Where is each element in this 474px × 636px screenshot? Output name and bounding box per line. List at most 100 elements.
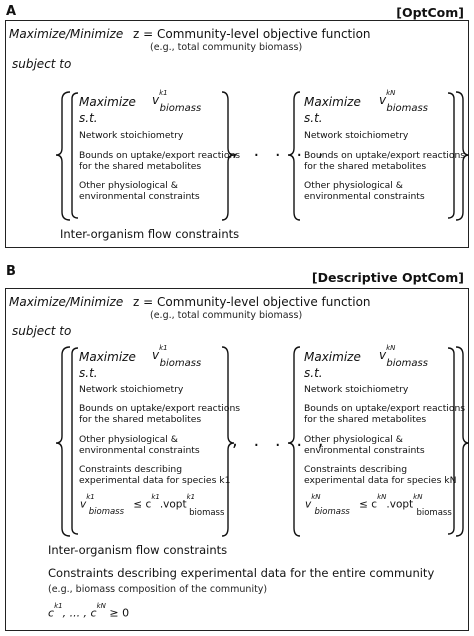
ineq-v-sup: k1 (86, 493, 95, 501)
panel-a-left-maximize: Maximize (79, 95, 136, 109)
panel-b-right-item-6: experimental data for species kN (304, 475, 457, 486)
panel-a-outer-left-brace (55, 91, 71, 221)
ineq-v-sub: biomass (314, 506, 350, 517)
panel-b-outer-left-brace (55, 346, 71, 537)
panel-b-subject-to: subject to (12, 324, 72, 338)
final-relation: ≥ 0 (109, 606, 130, 620)
ineq-v: v (305, 498, 312, 511)
panel-b-right-item-2: for the shared metabolites (304, 414, 427, 425)
ineq-v-sup: kN (311, 493, 321, 501)
panel-a-right-item-4: environmental constraints (304, 191, 425, 202)
panel-b-left-item-4: environmental constraints (79, 445, 200, 456)
v-superscript: k1 (159, 344, 168, 352)
panel-b-left-maximize: Maximize (79, 350, 136, 364)
ineq-vopt-sup: kN (413, 493, 423, 501)
panel-b-right-item-4: environmental constraints (304, 445, 425, 456)
panel-b-left-inequality: vk1biomass ≤ ck1.voptk1biomass (80, 493, 230, 518)
panel-b-objective-left: Maximize/Minimize (9, 295, 124, 309)
panel-a-right-v: vkN biomass (379, 89, 437, 114)
panel-a-left-item-3: Other physiological & (79, 180, 178, 191)
v-symbol: v (379, 348, 387, 362)
ineq-vopt-sub: biomass (189, 507, 225, 518)
v-subscript: biomass (386, 103, 428, 115)
panel-a-subject-to: subject to (12, 57, 72, 71)
panel-b-right-item-3: Other physiological & (304, 434, 403, 445)
panel-a-left-v: vk1biomass (152, 89, 209, 114)
panel-a-left-group-close (221, 91, 235, 221)
panel-b-dots: , . . . , (232, 430, 329, 451)
panel-a-right-st: s.t. (304, 111, 323, 125)
panel-a-dots: , . . . , (232, 140, 329, 161)
ineq-relation: ≤ c (133, 498, 152, 511)
ineq-vopt: .vopt (386, 498, 414, 511)
panel-a-left-st: s.t. (79, 111, 98, 125)
v-symbol: v (152, 348, 160, 362)
panel-b-left-item-3: Other physiological & (79, 434, 178, 445)
v-symbol: v (152, 93, 160, 107)
panel-a-left-group-bracket (71, 92, 79, 219)
panel-b-left-item-6: experimental data for species k1 (79, 475, 231, 486)
panel-a-objective-left: Maximize/Minimize (9, 27, 124, 41)
panel-b-left-item-5: Constraints describing (79, 464, 183, 475)
panel-a-left-item-2: for the shared metabolites (79, 161, 202, 172)
v-superscript: k1 (159, 89, 168, 97)
panel-a-right-item-2: for the shared metabolites (304, 161, 427, 172)
final-mid: , ... , c (62, 606, 97, 620)
panel-b-flow: Inter-organism flow constraints (48, 543, 228, 557)
panel-b-box (5, 288, 469, 631)
panel-b-left-item-0: Network stoichiometry (79, 384, 184, 395)
panel-b-right-item-5: Constraints describing (304, 464, 408, 475)
v-superscript: kN (386, 89, 396, 97)
ineq-v-sub: biomass (88, 506, 125, 517)
panel-b-final-constraint: ck1, ... , ckN ≥ 0 (48, 602, 130, 620)
panel-a-objective-note: (e.g., total community biomass) (150, 42, 303, 53)
panel-a-right-group-bracket (447, 92, 455, 219)
panel-b-outer-right-brace (455, 346, 470, 537)
panel-b-right-group-open (287, 346, 301, 537)
v-superscript: kN (386, 344, 396, 352)
panel-a-objective-right: z = Community-level objective function (133, 27, 371, 41)
panel-a-right-item-3: Other physiological & (304, 180, 403, 191)
panel-b-left-item-2: for the shared metabolites (79, 414, 202, 425)
ineq-vopt-sub: biomass (416, 507, 452, 518)
final-c1: c (48, 606, 55, 620)
panel-b-right-v: vkNbiomass (379, 344, 437, 369)
panel-b-left-group-bracket (71, 347, 79, 535)
panel-a-right-group-open (287, 91, 301, 221)
panel-a-right-item-1: Bounds on uptake/export reactions (304, 150, 466, 161)
v-subscript: biomass (159, 358, 202, 370)
v-symbol: v (379, 93, 387, 107)
panel-a-left-item-0: Network stoichiometry (79, 130, 184, 141)
panel-b-objective-right: z = Community-level objective function (133, 295, 371, 309)
panel-b-community-note: (e.g., biomass composition of the commun… (48, 584, 268, 595)
ineq-relation: ≤ c (359, 498, 378, 511)
panel-b-community: Constraints describing experimental data… (48, 566, 435, 580)
panel-a-tag: [OptCom] (396, 5, 464, 20)
panel-b-left-st: s.t. (79, 366, 98, 380)
panel-b-right-group-bracket (447, 347, 455, 535)
panel-b-objective-note: (e.g., total community biomass) (150, 310, 303, 321)
final-c1-sup: k1 (54, 602, 63, 610)
ineq-c-sup: k1 (151, 493, 160, 501)
panel-a-left-item-1: Bounds on uptake/export reactions (79, 150, 241, 161)
final-cN-sup: kN (96, 602, 106, 610)
panel-a-letter: A (6, 4, 17, 19)
panel-a-left-item-4: environmental constraints (79, 191, 200, 202)
panel-a-flow: Inter-organism flow constraints (60, 227, 240, 241)
panel-a-right-item-0: Network stoichiometry (304, 130, 409, 141)
panel-b-left-group-close (221, 346, 235, 537)
ineq-v: v (80, 498, 87, 511)
ineq-vopt-sup: k1 (186, 493, 196, 501)
panel-b-left-item-1: Bounds on uptake/export reactions (79, 403, 241, 414)
panel-a-outer-right-brace (455, 91, 470, 221)
panel-a-right-maximize: Maximize (304, 95, 361, 109)
panel-b-right-item-0: Network stoichiometry (304, 384, 409, 395)
panel-b-right-item-1: Bounds on uptake/export reactions (304, 403, 466, 414)
panel-a-box (5, 20, 469, 248)
panel-b-right-inequality: vkNbiomass ≤ ckN.voptkNbiomass (305, 493, 458, 518)
panel-b-letter: B (6, 264, 16, 279)
panel-b-right-st: s.t. (304, 366, 323, 380)
panel-b-tag: [Descriptive OptCom] (311, 270, 464, 285)
ineq-c-sup: kN (377, 493, 387, 501)
